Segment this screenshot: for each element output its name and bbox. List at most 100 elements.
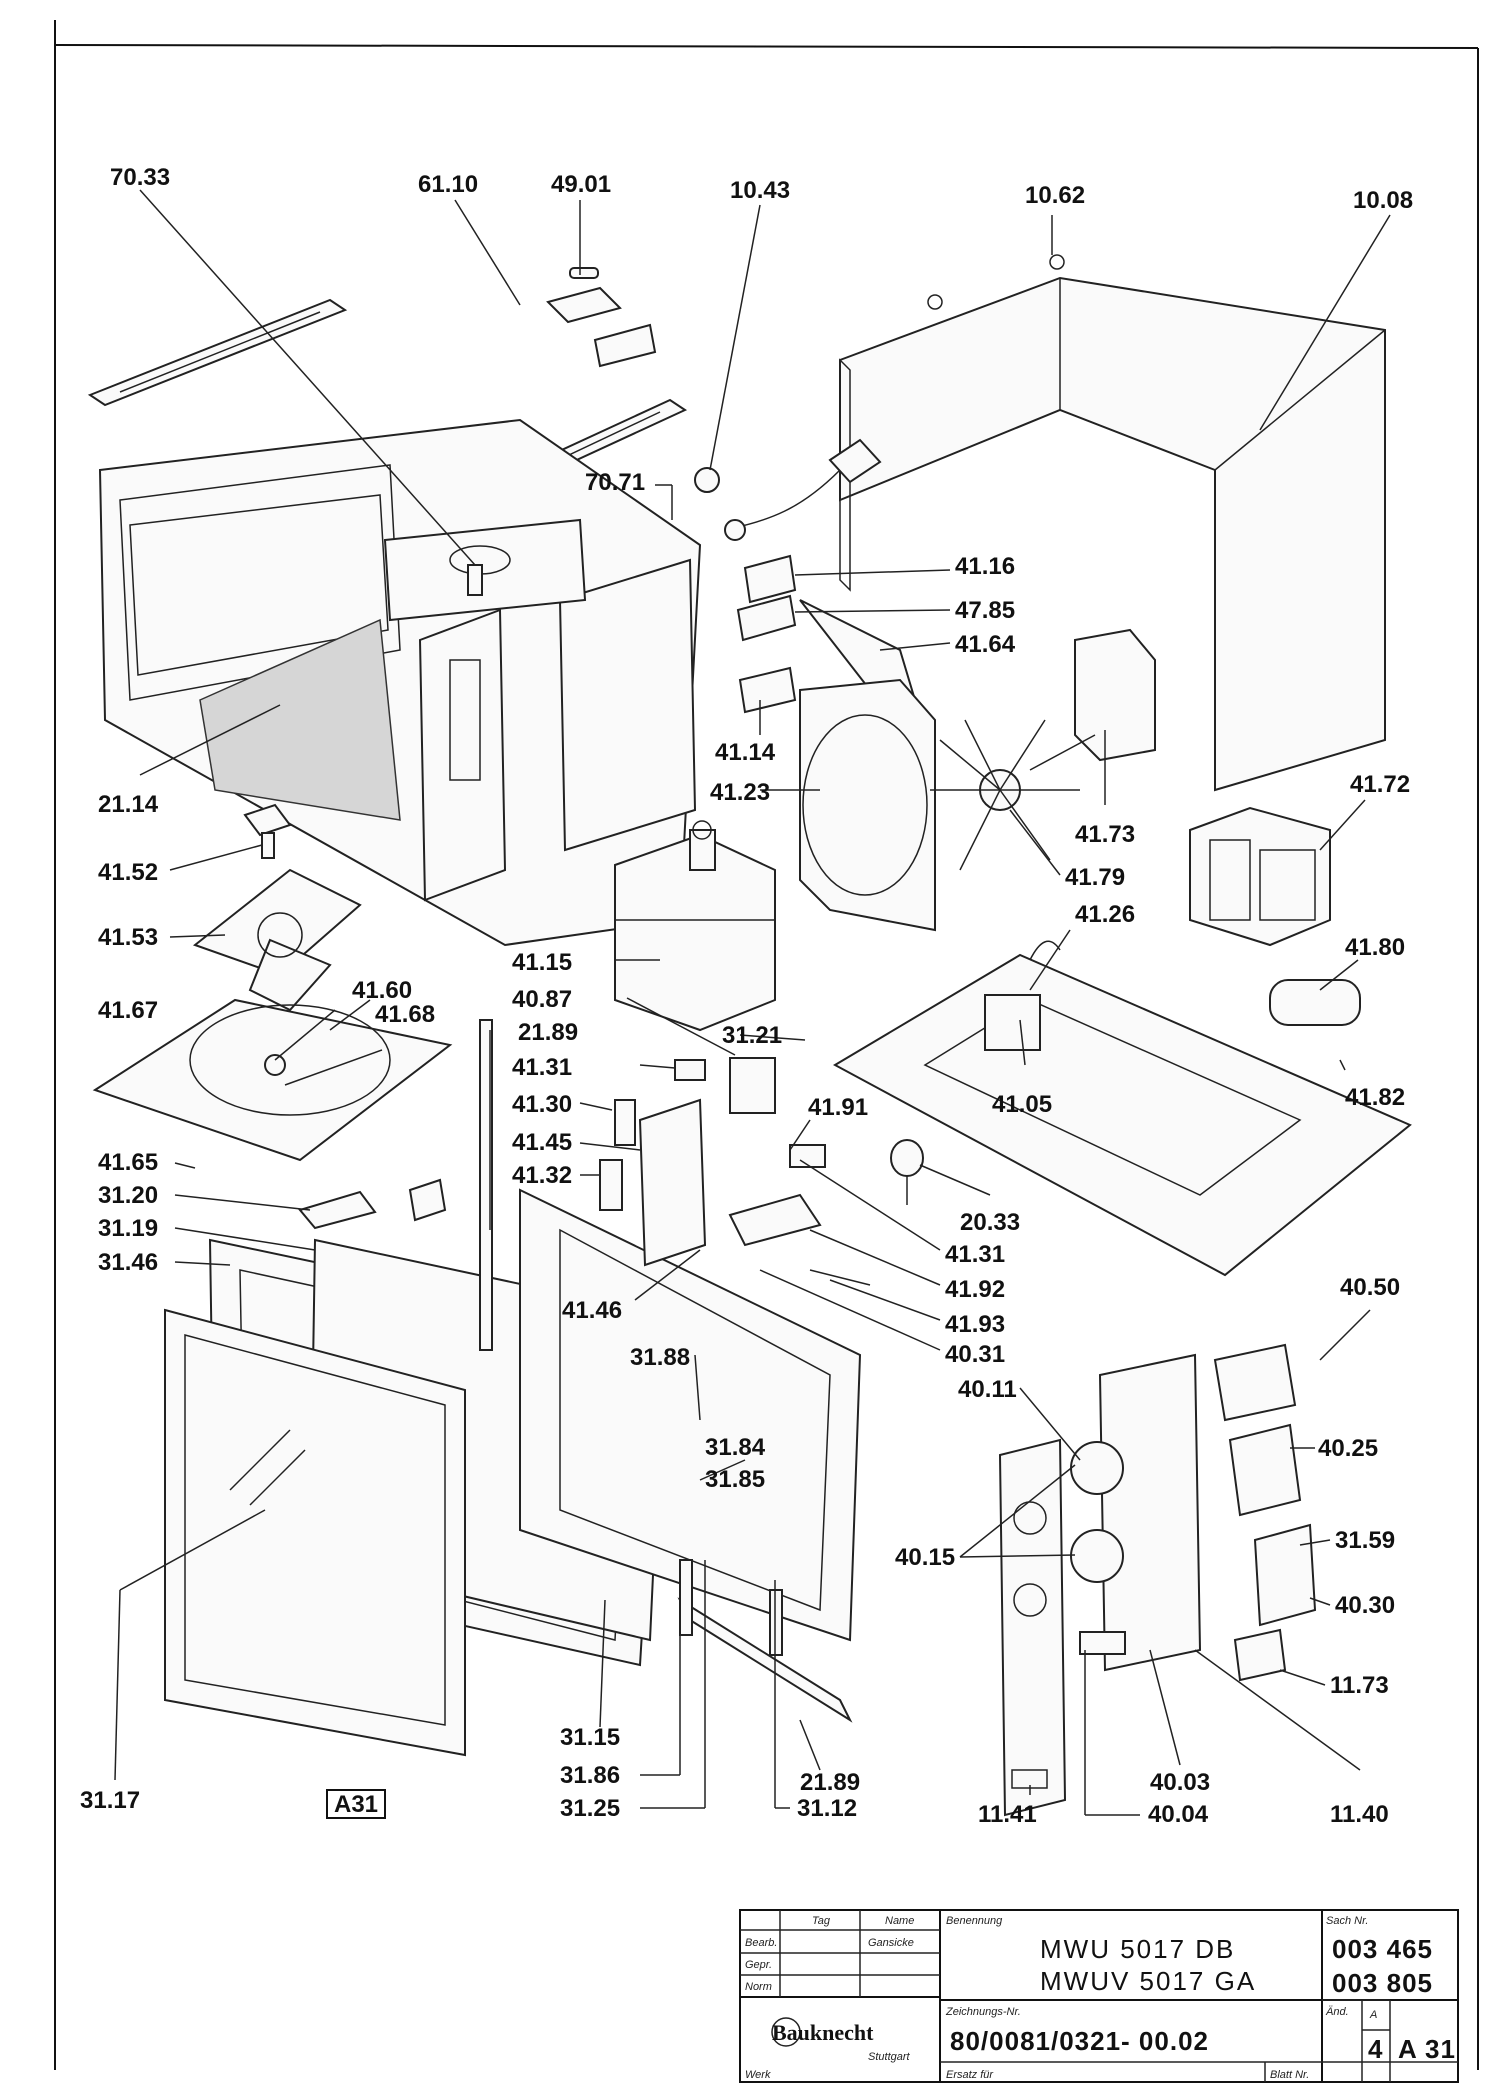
callout-31-12: 31.12: [797, 1795, 857, 1822]
callout-41-14: 41.14: [715, 739, 776, 766]
callout-41-73: 41.73: [1075, 821, 1135, 848]
lower-rails: [677, 1559, 853, 1723]
blatt-label: Blatt Nr.: [1270, 2069, 1309, 2081]
fan-blade: [930, 719, 1080, 871]
callout-41-67: 41.67: [98, 997, 158, 1024]
turntable-support: [192, 868, 362, 1012]
callout-49-01: 49.01: [551, 171, 611, 198]
callout-31-25: 31.25: [560, 1795, 620, 1822]
callout-31-17: 31.17: [80, 1787, 140, 1814]
callout-40-50: 40.50: [1340, 1274, 1400, 1301]
callout-41-23: 41.23: [710, 779, 770, 806]
callout-41-91: 41.91: [808, 1094, 868, 1121]
callout-40-25: 40.25: [1318, 1435, 1378, 1462]
callout-70-33: 70.33: [110, 164, 170, 191]
callout-10-43: 10.43: [730, 177, 790, 204]
callout-61-10: 61.10: [418, 171, 478, 198]
callout-41-60: 41.60: [352, 977, 412, 1004]
callout-labels: 70.33 61.10 49.01 10.43 10.62 10.08 70.7…: [80, 164, 1413, 1828]
brand-city: Stuttgart: [868, 2051, 911, 2063]
callout-31-88: 31.88: [630, 1344, 690, 1371]
col-name-label: Name: [885, 1915, 914, 1927]
callout-40-04: 40.04: [1148, 1801, 1209, 1828]
callout-41-53: 41.53: [98, 924, 158, 951]
benennung-label: Benennung: [946, 1915, 1003, 1927]
brand-name: Bauknecht: [772, 2020, 874, 2045]
aend-label: Änd.: [1325, 2006, 1349, 2018]
callout-31-86: 31.86: [560, 1762, 620, 1789]
turntable-coupler: [243, 803, 292, 859]
brand-logo: [771, 2017, 801, 2047]
callout-70-71: 70.71: [585, 469, 645, 496]
ersatz-label: Ersatz für: [946, 2069, 994, 2081]
sach-number-2: 003 805: [1332, 1968, 1433, 1998]
callout-31-19: 31.19: [98, 1215, 158, 1242]
callout-41-80: 41.80: [1345, 934, 1405, 961]
callout-11-73: 11.73: [1330, 1672, 1389, 1699]
werk-label: Werk: [745, 2069, 771, 2081]
cavity-floor-plate: [92, 998, 453, 1162]
callout-31-85: 31.85: [705, 1466, 765, 1493]
callout-21-89: 21.89: [518, 1019, 578, 1046]
mains-cable: [694, 438, 882, 541]
callout-31-15: 31.15: [560, 1724, 620, 1751]
front-panel-frame: [479, 1019, 862, 1642]
figure-code: A31: [334, 1791, 378, 1818]
zeichnung-label: Zeichnungs-Nr.: [945, 2006, 1021, 2018]
callout-40-03: 40.03: [1150, 1769, 1210, 1796]
blower-housing: [799, 678, 936, 932]
col-tag-label: Tag: [812, 1915, 831, 1927]
model-name-2: MWUV 5017 GA: [1040, 1966, 1256, 1996]
zeichnung-number: 80/0081/0321- 00.02: [950, 2026, 1209, 2056]
sheet-frame: [54, 20, 1479, 2070]
callout-41-26: 41.26: [1075, 901, 1135, 928]
hv-capacitor: [1269, 979, 1361, 1026]
aend-value-1: A: [1369, 2009, 1377, 2021]
callout-41-46: 41.46: [562, 1297, 622, 1324]
sheet-code: A 31: [1398, 2034, 1456, 2064]
callout-41-82: 41.82: [1345, 1084, 1405, 1111]
wave-guide-screen: [199, 618, 401, 821]
callout-31-20: 31.20: [98, 1182, 158, 1209]
callout-41-92: 41.92: [945, 1276, 1005, 1303]
bearb-name: Gansicke: [868, 1937, 914, 1949]
callout-41-15: 41.15: [512, 949, 572, 976]
callout-41-93: 41.93: [945, 1311, 1005, 1338]
oven-cavity: [98, 418, 702, 947]
callout-21-89-b: 21.89: [800, 1769, 860, 1796]
callout-40-11: 40.11: [958, 1376, 1017, 1403]
callout-41-30: 41.30: [512, 1091, 572, 1118]
callout-41-16: 41.16: [955, 553, 1015, 580]
callout-41-32: 41.32: [512, 1162, 572, 1189]
rubber-foot: [890, 1139, 924, 1205]
callout-41-79: 41.79: [1065, 864, 1125, 891]
row-bearb-label: Bearb.: [745, 1937, 777, 1949]
callout-47-85: 47.85: [955, 597, 1015, 624]
row-gepr-label: Gepr.: [745, 1959, 772, 1971]
callout-41-45: 41.45: [512, 1129, 572, 1156]
callout-10-62: 10.62: [1025, 182, 1085, 209]
callout-21-14: 21.14: [98, 791, 159, 818]
leader-lines: [114, 189, 1391, 1816]
outer-casing: [839, 254, 1386, 792]
callout-41-68: 41.68: [375, 1001, 435, 1028]
fan-motor: [1029, 628, 1156, 771]
sach-label: Sach Nr.: [1326, 1915, 1368, 1927]
sach-number-1: 003 465: [1332, 1934, 1433, 1964]
door-hinge-bracket: [298, 1178, 447, 1230]
base-plate: [832, 940, 1412, 1277]
callout-40-31: 40.31: [945, 1341, 1005, 1368]
callout-20-33: 20.33: [960, 1209, 1020, 1236]
fuse-holder: [546, 267, 657, 368]
interlock-brackets: [736, 554, 917, 714]
callout-41-31: 41.31: [512, 1054, 572, 1081]
callout-31-46: 31.46: [98, 1249, 158, 1276]
callout-41-72: 41.72: [1350, 771, 1410, 798]
callout-31-59: 31.59: [1335, 1527, 1395, 1554]
model-name-1: MWU 5017 DB: [1040, 1934, 1235, 1964]
callout-31-21: 31.21: [722, 1022, 782, 1049]
aend-value-2: 4: [1368, 2034, 1383, 2064]
callout-11-40: 11.40: [1330, 1801, 1389, 1828]
title-block: Tag Name Bearb. Gepr. Norm Gansicke Bene…: [739, 1909, 1459, 2083]
